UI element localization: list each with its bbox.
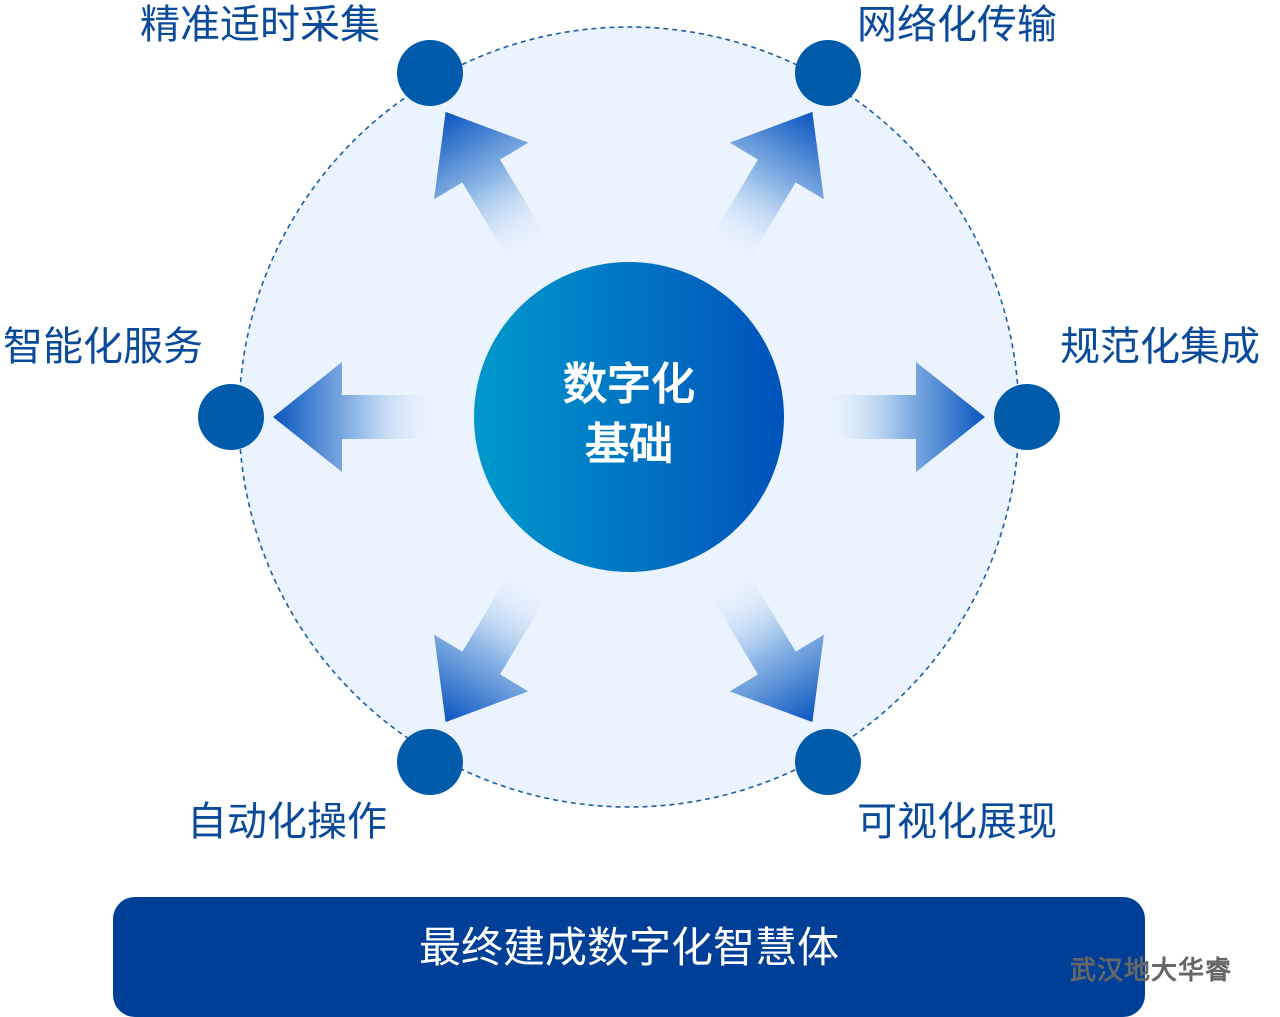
- arrow: [273, 362, 439, 472]
- node-dot: [795, 40, 861, 106]
- node-dot: [397, 729, 463, 795]
- footer-label: 最终建成数字化智慧体: [418, 923, 839, 972]
- center-label-line1: 数字化: [563, 359, 695, 410]
- label-standard-integration: 规范化集成: [1060, 324, 1260, 370]
- center-label-line2: 基础: [585, 419, 673, 470]
- label-data-collection: 精准适时采集: [140, 2, 380, 48]
- watermark: 武汉地大华睿: [1070, 956, 1233, 986]
- node-dot: [994, 384, 1060, 450]
- label-intelligent-service: 智能化服务: [3, 324, 203, 370]
- arrow: [819, 362, 985, 472]
- label-network-transmission: 网络化传输: [857, 2, 1057, 48]
- label-visual-display: 可视化展现: [857, 799, 1057, 845]
- arrow: [434, 568, 551, 723]
- arrow: [707, 111, 824, 266]
- node-dot: [198, 384, 264, 450]
- node-dot: [795, 729, 861, 795]
- label-automated-operation: 自动化操作: [187, 799, 387, 845]
- arrow: [707, 568, 824, 723]
- footer-bar: [113, 897, 1145, 1017]
- arrow: [434, 111, 551, 266]
- node-dot: [397, 40, 463, 106]
- center-circle: [474, 262, 784, 572]
- center-label: 数字化 基础: [529, 355, 729, 475]
